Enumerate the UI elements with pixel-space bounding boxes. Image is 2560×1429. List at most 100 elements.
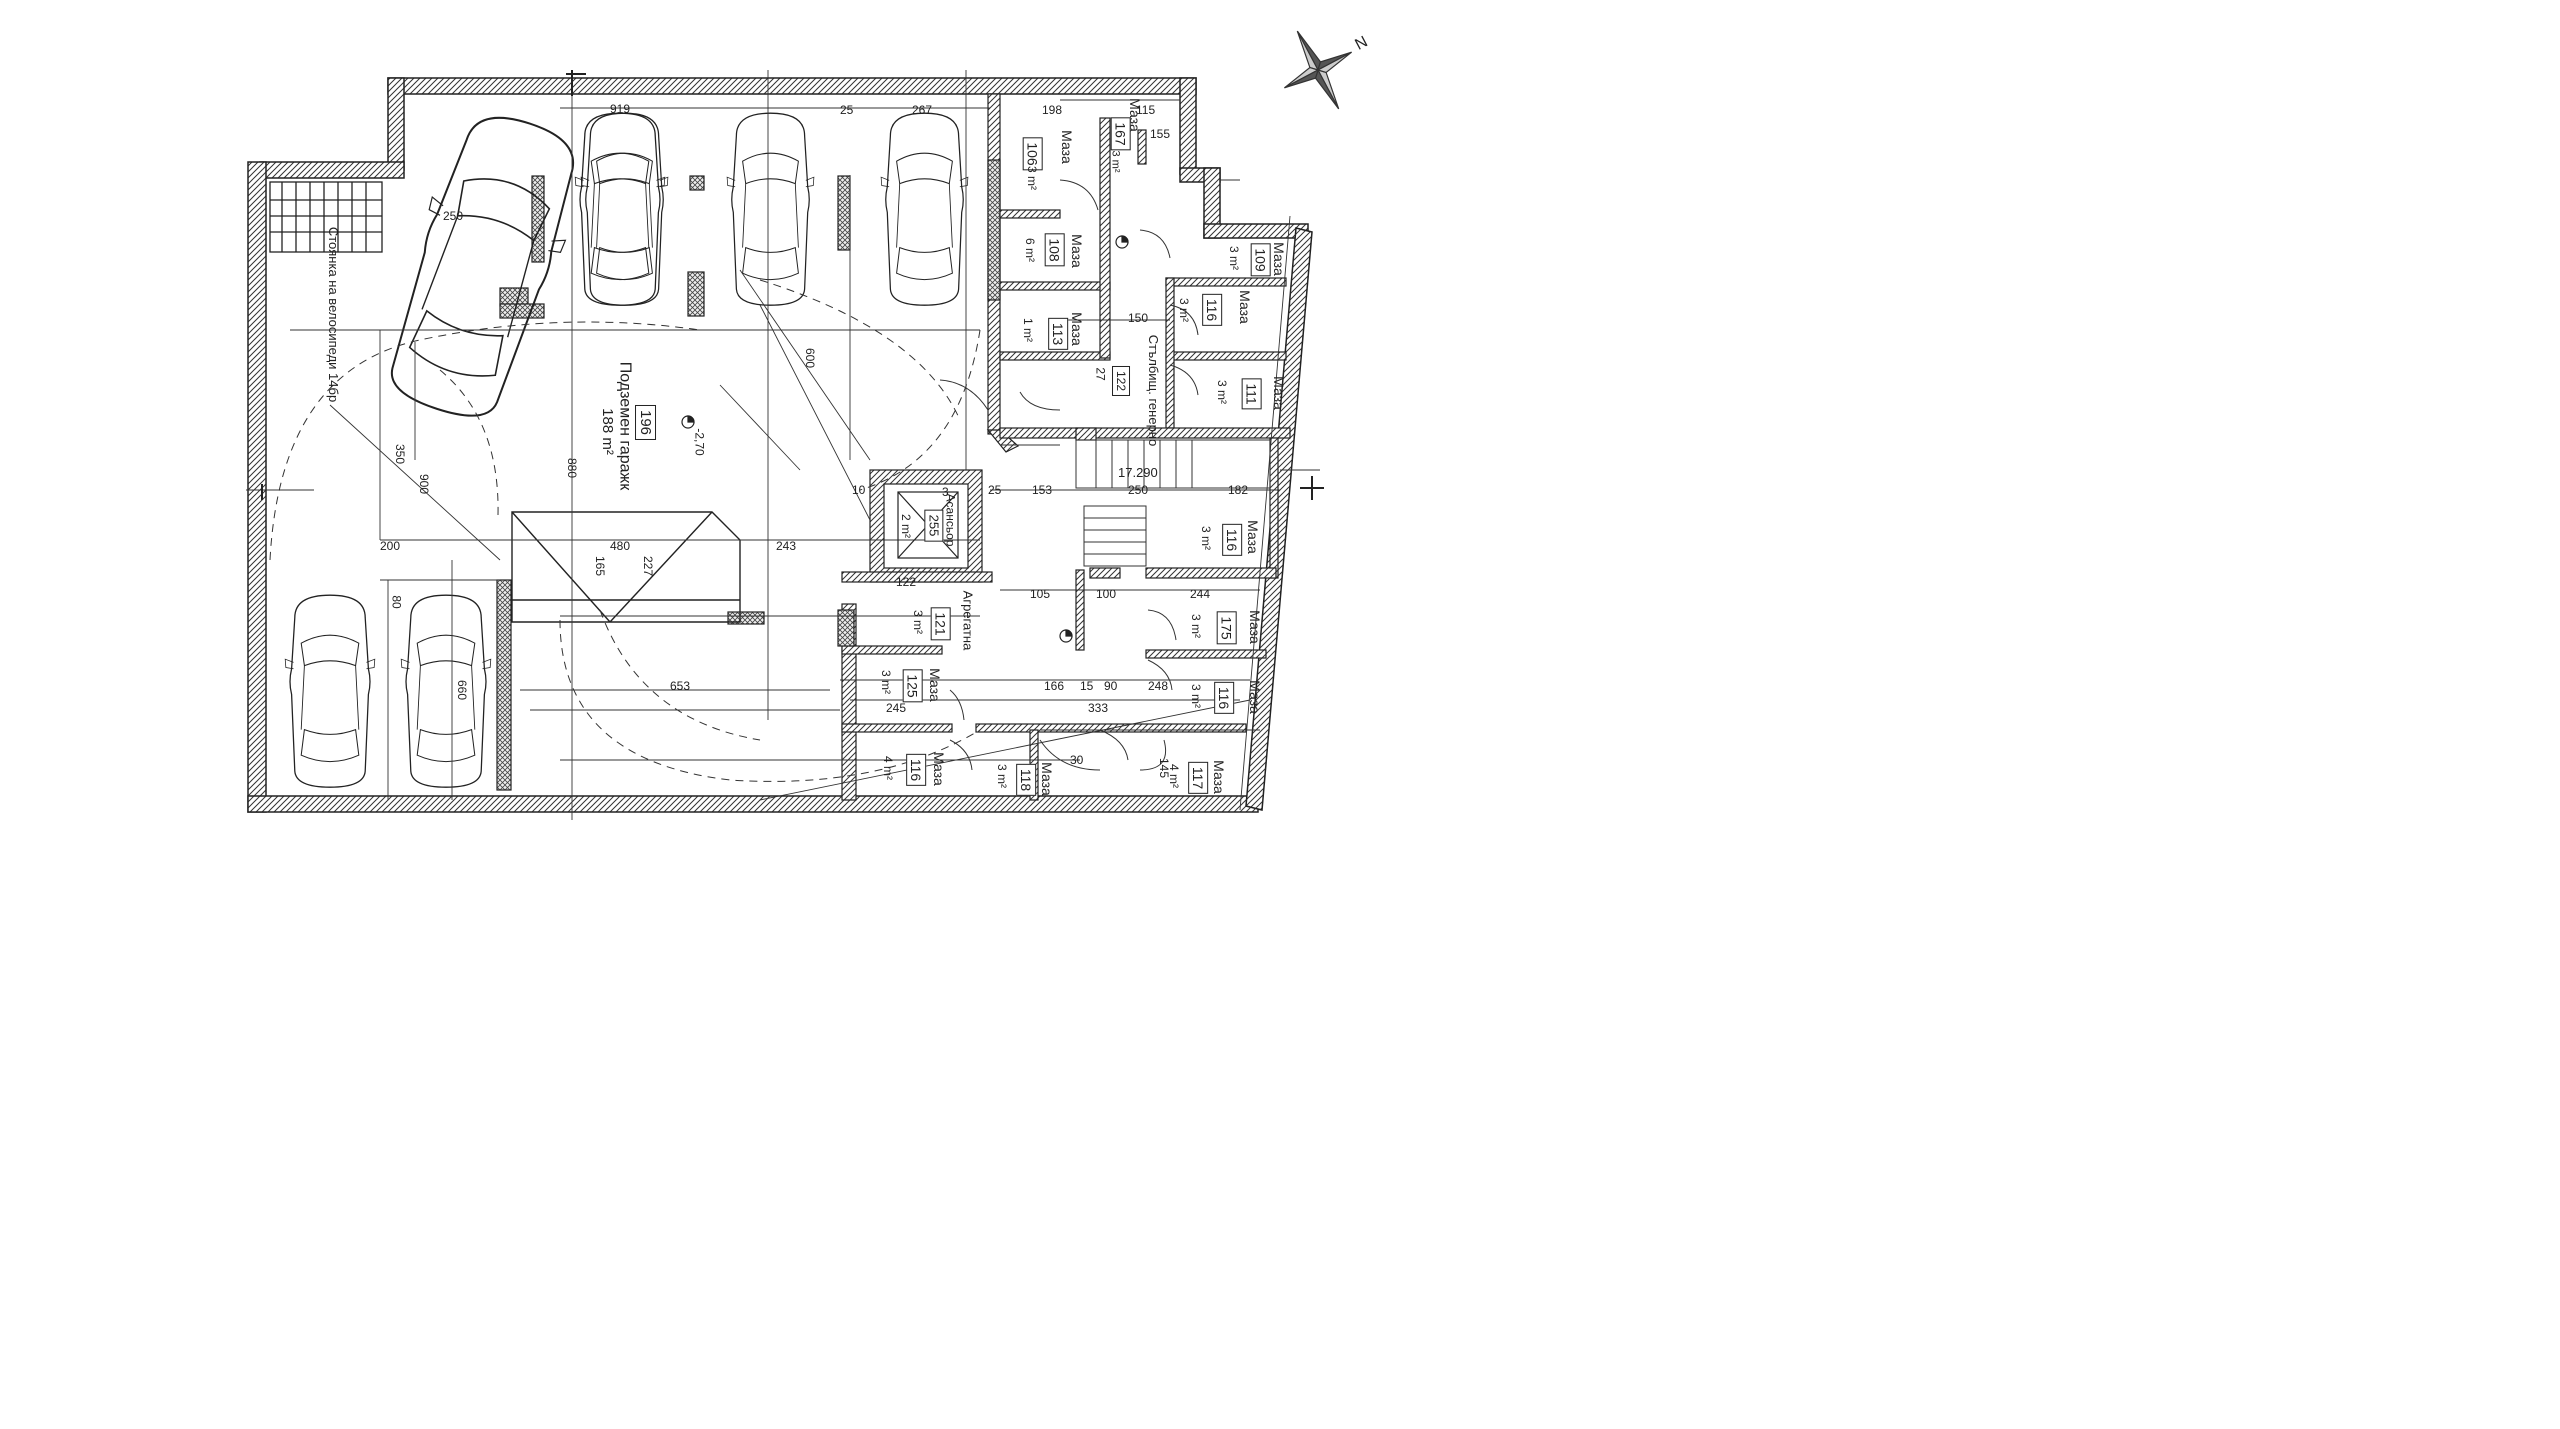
dim-105: 105 [1030, 587, 1051, 601]
room-116a-number: 116 [1202, 293, 1223, 327]
dim-250b: 250 [1128, 483, 1149, 497]
dim-250: 250 [443, 209, 464, 223]
room-116d-area: 4 m² [881, 756, 895, 780]
car-2 [580, 112, 669, 306]
dim-3: 3 [942, 485, 949, 499]
dim-227: 227 [641, 555, 656, 577]
dim-660: 660 [455, 679, 470, 701]
dim-333: 333 [1088, 701, 1109, 715]
room-175-label: Маза [1246, 610, 1263, 644]
section-marks [261, 70, 1324, 500]
room-117-number: 117 [1188, 761, 1209, 795]
dim-880: 880 [565, 457, 580, 479]
dim-600: 600 [803, 347, 818, 369]
dim-248: 248 [1148, 679, 1169, 693]
room-167-number: 167 [1110, 117, 1131, 151]
dim-27: 27 [1093, 367, 1108, 381]
elevator-label: Асансьор [943, 493, 958, 547]
dim-155: 155 [1150, 127, 1171, 141]
car-6 [400, 594, 492, 788]
dim-30: 30 [1070, 753, 1084, 767]
level-markers [681, 235, 1129, 643]
dim-115: 115 [1136, 103, 1156, 117]
garage-area: 188 m² [598, 408, 616, 455]
car-3 [726, 112, 815, 306]
dim-350: 350 [393, 443, 408, 465]
room-116c-label: Маза [1246, 680, 1263, 714]
room-109-number: 109 [1250, 243, 1271, 277]
dim-80: 80 [389, 595, 404, 609]
dim-15: 15 [1080, 679, 1094, 693]
door-swings [939, 179, 1199, 771]
dim-10: 10 [852, 483, 866, 497]
room-118-area: 3 m² [995, 764, 1009, 788]
dim-166: 166 [1044, 679, 1065, 693]
stair-label: Стълбищ. генерно [1146, 334, 1162, 447]
turning-arcs [269, 279, 981, 782]
stair-number: 122 [1112, 365, 1131, 397]
room-116c-area: 3 m² [1189, 684, 1203, 708]
dim-153: 153 [1032, 483, 1053, 497]
staircase [1075, 439, 1271, 567]
garage-label: Подземен гаражк [616, 361, 634, 491]
dim-25: 25 [840, 103, 854, 117]
room-113-area: 1 m² [1021, 318, 1035, 342]
room-116a-area: 3 m² [1177, 298, 1191, 322]
bike-label: Стоянка на велосипеди 14бр [326, 226, 342, 403]
room-125-label: Маза [926, 668, 943, 702]
dim-267: 267 [912, 103, 933, 117]
dim-900: 900 [417, 473, 432, 495]
room-106-label: Маза [1058, 130, 1075, 164]
room-118-number: 118 [1016, 763, 1037, 797]
dim-182: 182 [1228, 483, 1249, 497]
room-109-label: Маза [1270, 242, 1287, 276]
room-121-number: 121 [930, 607, 951, 641]
room-108-number: 108 [1044, 233, 1065, 267]
room-175-number: 175 [1216, 611, 1237, 645]
elevator-area: 2 m² [899, 514, 913, 538]
room-111-label: Маза [1270, 376, 1287, 410]
elevator-number: 255 [924, 509, 944, 542]
room-167-area: 3 m² [1109, 150, 1122, 173]
room-111-area: 3 m² [1215, 380, 1229, 404]
dim-653: 653 [670, 679, 691, 693]
room-116d-label: Маза [930, 752, 947, 786]
dim-480: 480 [610, 539, 631, 553]
dim-90: 90 [1104, 679, 1118, 693]
dim-244: 244 [1190, 587, 1211, 601]
room-117-label: Маза [1210, 760, 1227, 794]
room-116b-label: Маза [1244, 520, 1261, 554]
room-116c-number: 116 [1214, 681, 1235, 715]
room-106-area: 3 m² [1025, 166, 1039, 190]
room-118-label: Маза [1038, 762, 1055, 796]
dim-245: 245 [886, 701, 907, 715]
bike-rack [269, 181, 383, 253]
room-109-area: 3 m² [1227, 246, 1241, 270]
room-116b-number: 116 [1222, 523, 1243, 557]
car-4 [880, 112, 969, 306]
dim-145: 145 [1157, 757, 1172, 779]
dim-198: 198 [1042, 103, 1063, 117]
dimension-lines [246, 70, 1320, 820]
room-108-label: Маза [1068, 234, 1085, 268]
dim-243: 243 [776, 539, 797, 553]
dim-25b: 25 [988, 483, 1002, 497]
garage-number: 196 [635, 404, 657, 441]
car-5 [284, 594, 376, 788]
stair-mark: 17.290 [1118, 465, 1158, 480]
dim-122: 122 [896, 575, 917, 589]
room-125-area: 3 m² [879, 670, 893, 694]
room-111-number: 111 [1241, 378, 1262, 410]
room-116d-number: 116 [906, 753, 927, 787]
ramp [511, 511, 741, 623]
room-121-area: 3 m² [911, 610, 925, 634]
dim-165: 165 [593, 555, 608, 577]
dim-200: 200 [380, 539, 401, 553]
room-113-label: Маза [1068, 312, 1085, 346]
dim-100: 100 [1096, 587, 1117, 601]
north-arrow-icon [1284, 30, 1352, 110]
outer-walls [247, 77, 1313, 813]
room-113-number: 113 [1048, 317, 1069, 351]
room-116b-area: 3 m² [1199, 526, 1213, 550]
